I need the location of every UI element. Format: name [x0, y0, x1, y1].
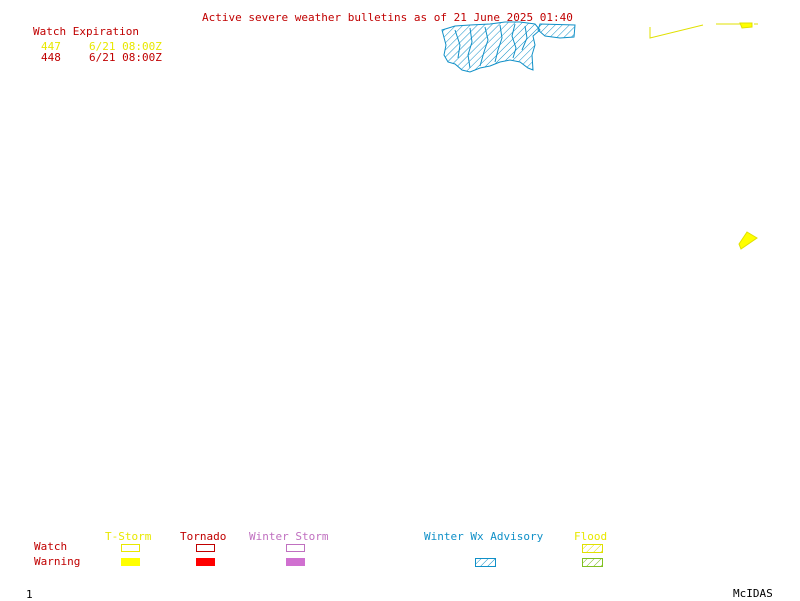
frame-number: 1 — [26, 588, 33, 601]
legend-tstorm-label: T-Storm — [105, 530, 152, 543]
legend-winter-advisory-label: Winter Wx Advisory — [424, 530, 544, 543]
legend-tornado-label: Tornado — [180, 530, 227, 543]
advisory-region — [441, 21, 576, 73]
winter-storm-watch-swatch — [286, 544, 305, 552]
legend-warning-label: Warning — [34, 555, 81, 568]
winter-storm-warning-swatch — [286, 558, 305, 566]
watch-expiration-heading: Watch Expiration — [33, 25, 139, 38]
tstorm-warning-polygon — [738, 231, 758, 250]
page-title: Active severe weather bulletins as of 21… — [202, 11, 573, 24]
watch-time: 6/21 08:00Z — [89, 40, 162, 53]
legend-winter-storm-label: Winter Storm — [249, 530, 329, 543]
watch-number: 448 — [41, 51, 61, 64]
legend-watch-label: Watch — [34, 540, 68, 553]
watch-time: 6/21 08:00Z — [89, 51, 162, 64]
tornado-warning-swatch — [196, 558, 215, 566]
mcidas-brand: McIDAS — [733, 587, 773, 600]
legend-flood-label: Flood — [574, 530, 608, 543]
watch-number: 447 — [41, 40, 61, 53]
tornado-watch-swatch — [196, 544, 215, 552]
tstorm-watch-swatch — [121, 544, 140, 552]
tstorm-watch-outline — [649, 22, 758, 39]
tstorm-warning-swatch — [121, 558, 140, 566]
